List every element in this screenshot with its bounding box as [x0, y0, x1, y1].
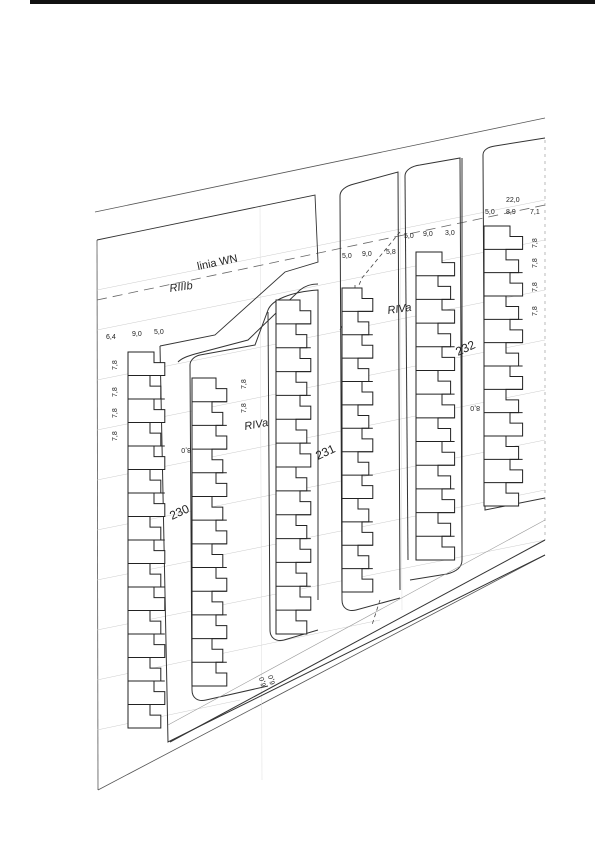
dim-far-right-2: 8,9 [506, 209, 516, 216]
dim-road-230: 8,0 [181, 446, 191, 453]
dim-mid-1: 5,0 [342, 253, 352, 260]
dim-far-right-3: 7,1 [530, 209, 540, 216]
dim-bottom-road-1: 6,0 [259, 676, 268, 687]
row-231-east [341, 287, 374, 593]
dim-row-left-1: 7,8 [112, 360, 119, 370]
dim-far-right-1: 5,0 [485, 209, 495, 216]
dim-row-right-3: 7,8 [532, 282, 539, 292]
dim-top-left-1: 6,4 [106, 334, 116, 341]
dim-top-left-3: 5,0 [154, 329, 164, 336]
property-boundary [94, 117, 546, 791]
dim-right-mid-1: 5,0 [404, 233, 414, 240]
dim-row-mid-1: 7,8 [241, 379, 248, 389]
zone-label-riiib: RIIIb [169, 280, 194, 295]
house-rows [127, 225, 524, 729]
dim-road-232: 8,0 [470, 404, 480, 411]
zone-boundary-upper [96, 194, 319, 347]
dim-far-right-total: 22,0 [506, 197, 520, 204]
parcel-grid [96, 171, 546, 781]
dim-bottom-road-2: 6,0 [268, 674, 277, 685]
scan-top-edge [0, 0, 595, 4]
dim-row-right-1: 7,8 [532, 238, 539, 248]
dim-row-right-4: 7,8 [532, 306, 539, 316]
dim-mid-2: 9,0 [362, 251, 372, 258]
dim-row-right-2: 7,8 [532, 258, 539, 268]
roads [159, 137, 546, 743]
row-230-east [191, 377, 228, 687]
dim-row-left-4: 7,8 [112, 431, 119, 441]
power-line [96, 204, 546, 301]
plot-number-230: 230 [167, 501, 191, 522]
dim-right-mid-3: 3,0 [445, 230, 455, 237]
dim-right-mid-2: 9,0 [423, 231, 433, 238]
labels: RIIIb linia WN RIVa RIVa 230 231 232 6,4… [106, 197, 540, 687]
zone-label-riva-right: RIVa [387, 302, 412, 317]
plot-number-231: 231 [313, 441, 337, 462]
row-232-west [415, 251, 456, 561]
dim-top-left-2: 9,0 [132, 331, 142, 338]
dim-row-left-3: 7,8 [112, 408, 119, 418]
plot-number-232: 232 [453, 337, 477, 358]
dim-mid-3: 5,8 [386, 249, 396, 256]
dim-row-left-2: 7,8 [112, 387, 119, 397]
dim-row-mid-2: 7,8 [241, 403, 248, 413]
power-line-label: linia WN [196, 253, 239, 273]
zone-label-riva-left: RIVa [243, 417, 269, 433]
